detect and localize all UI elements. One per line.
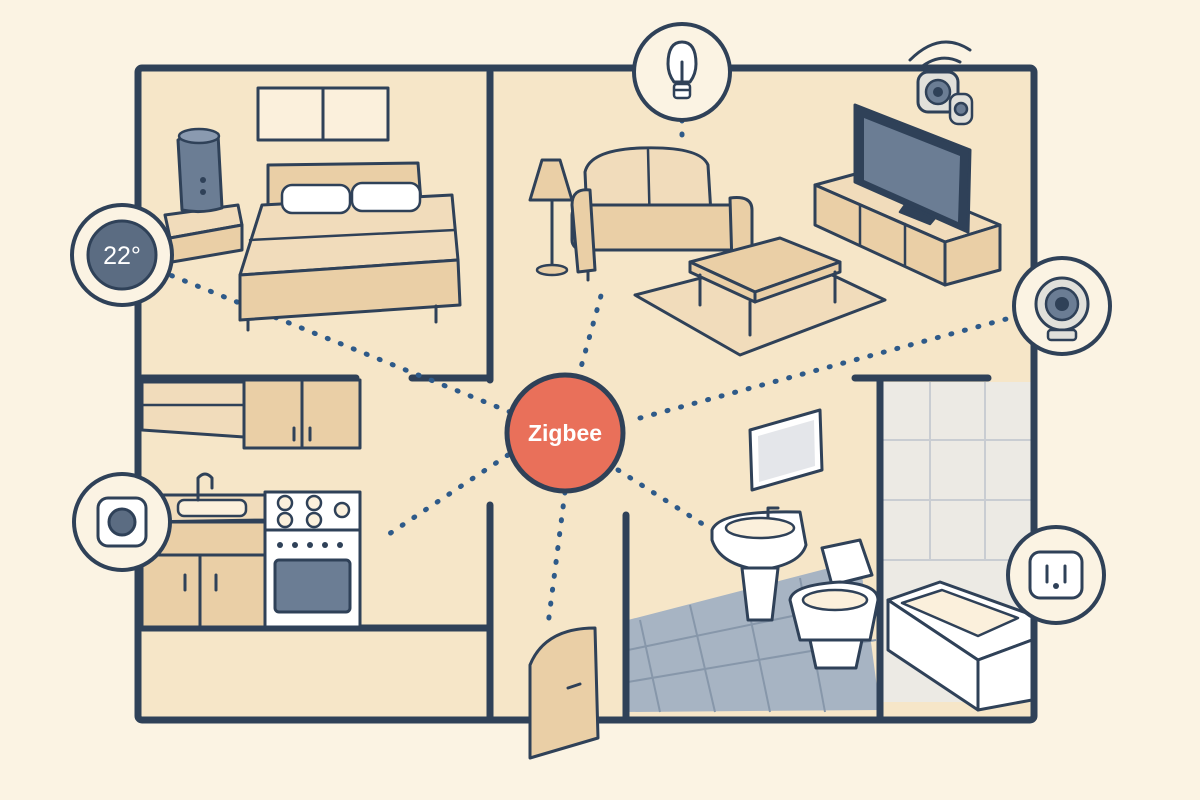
bathroom xyxy=(710,408,1034,712)
kitchen xyxy=(140,378,362,629)
light-bulb-icon xyxy=(666,40,698,100)
link-living-room xyxy=(575,289,605,381)
television xyxy=(853,103,972,234)
light-bulb-device[interactable] xyxy=(632,22,732,122)
bedroom xyxy=(163,86,462,332)
upper-cabinets xyxy=(140,378,362,450)
bathroom-mirror xyxy=(748,408,824,492)
plug-icon xyxy=(1028,550,1084,600)
coffee-table xyxy=(688,236,842,337)
thermostat-reading: 22° xyxy=(103,242,141,270)
link-kitchen xyxy=(377,452,511,543)
camera-device[interactable] xyxy=(1012,256,1112,356)
front-door xyxy=(528,626,600,760)
camera-icon xyxy=(1034,276,1090,342)
bathtub xyxy=(886,580,1034,712)
toilet xyxy=(788,538,880,670)
link-door xyxy=(545,489,568,628)
window xyxy=(256,86,390,142)
hub-icon xyxy=(504,372,626,494)
hub-label: Zigbee xyxy=(528,420,602,446)
sink xyxy=(710,506,808,622)
thermostat-device[interactable]: 22° xyxy=(70,203,174,307)
bed xyxy=(238,161,462,332)
living-room xyxy=(528,103,1002,357)
speaker-device[interactable] xyxy=(908,40,974,126)
switch-icon xyxy=(96,496,148,548)
smart-plug-device[interactable] xyxy=(1006,525,1106,625)
wall-switch-device[interactable] xyxy=(72,472,172,572)
wifi-waves-icon xyxy=(908,40,972,70)
nightstand xyxy=(163,203,244,264)
smart-speaker-device xyxy=(176,127,224,214)
speaker-icon xyxy=(916,70,974,126)
thermostat-icon xyxy=(86,219,158,291)
link-bathroom xyxy=(615,467,715,533)
zigbee-connections xyxy=(167,117,1013,628)
link-thermostat xyxy=(167,272,513,415)
counter-sink xyxy=(140,472,267,629)
stove-oven xyxy=(263,490,362,629)
zigbee-hub[interactable]: Zigbee xyxy=(504,372,626,494)
